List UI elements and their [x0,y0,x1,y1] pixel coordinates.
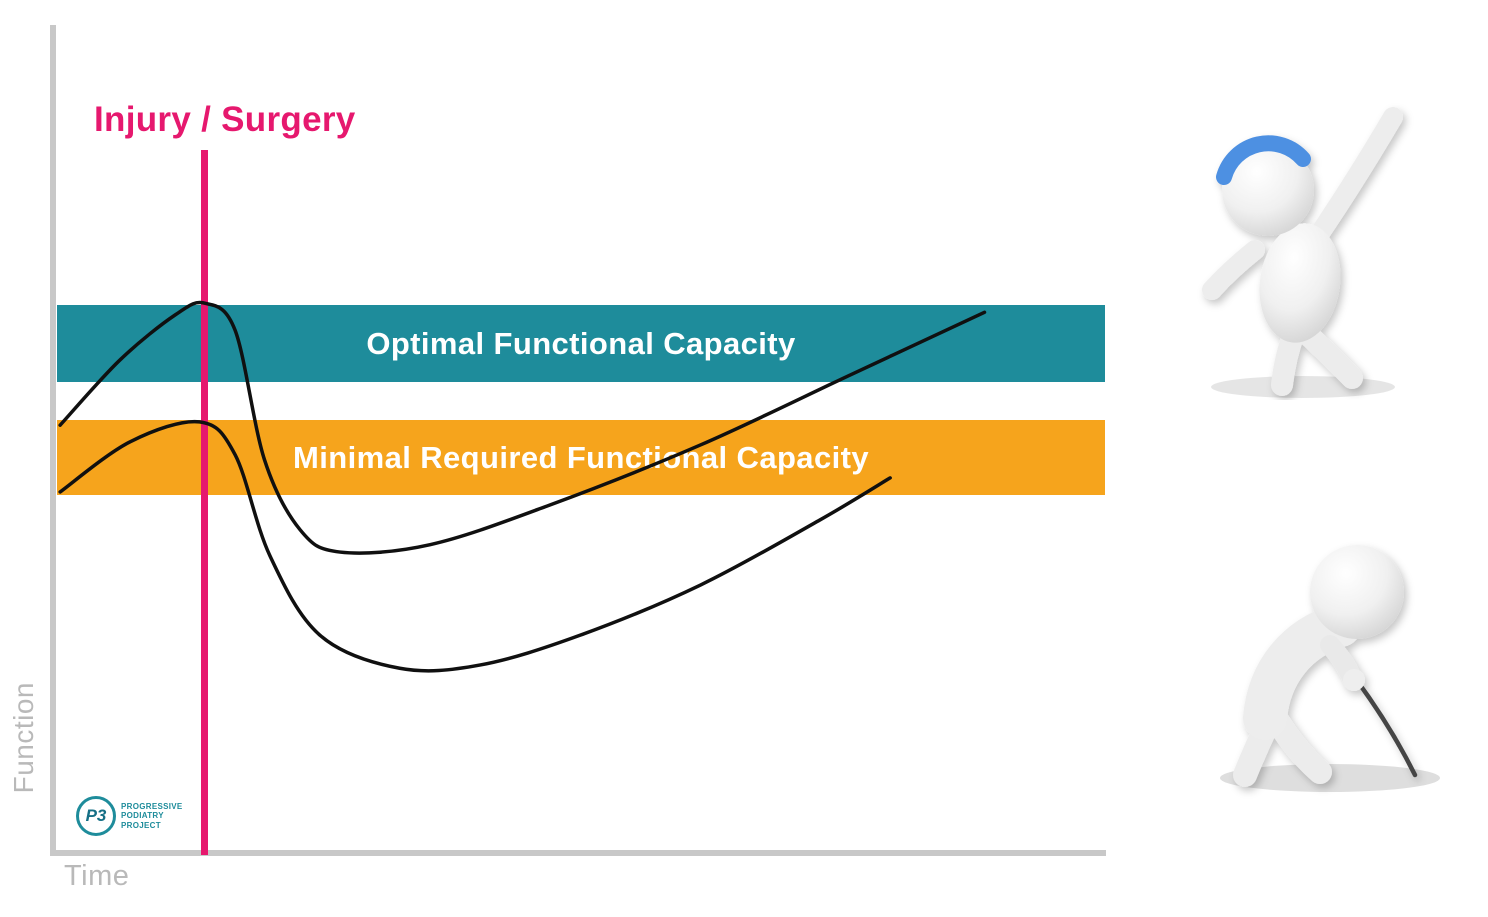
p3-logo-line-2: PODIATRY [121,811,164,821]
hand [1343,669,1365,691]
p3-logo-abbr: P3 [85,806,107,825]
head [1222,144,1314,236]
y-axis-label: Function [8,682,39,794]
figure-ground-shadow [1211,376,1395,398]
y-axis-line [50,25,56,856]
p3-logo-circle: P3 [76,796,116,836]
injury-surgery-line [201,150,209,855]
p3-logo-line-1: PROGRESSIVE [121,801,183,811]
injury-surgery-label: Injury / Surgery [94,100,356,139]
hunched-person-with-cane-figure [1220,545,1440,792]
minimal-capacity-band: Minimal Required Functional Capacity [57,420,1105,496]
cane [1352,675,1418,778]
x-axis-line [50,850,1106,856]
healthy-active-person-figure [1202,107,1403,398]
figure-body [1233,545,1418,787]
p3-logo-line-3: PROJECT [121,820,161,830]
x-axis-label: Time [64,860,130,892]
p3-logo: P3 PROGRESSIVE PODIATRY PROJECT [76,796,183,836]
head [1310,545,1404,639]
lowered-arm [1202,240,1265,300]
blue-headband [1216,135,1311,185]
minimal-capacity-band-label: Minimal Required Functional Capacity [293,439,869,475]
figure-body [1202,107,1403,396]
optimal-capacity-band: Optimal Functional Capacity [57,304,1105,383]
torso [1259,223,1341,343]
p3-logo-wordmark: PROGRESSIVE PODIATRY PROJECT [121,802,183,831]
bent-torso [1243,603,1362,740]
optimal-capacity-band-label: Optimal Functional Capacity [366,325,796,361]
